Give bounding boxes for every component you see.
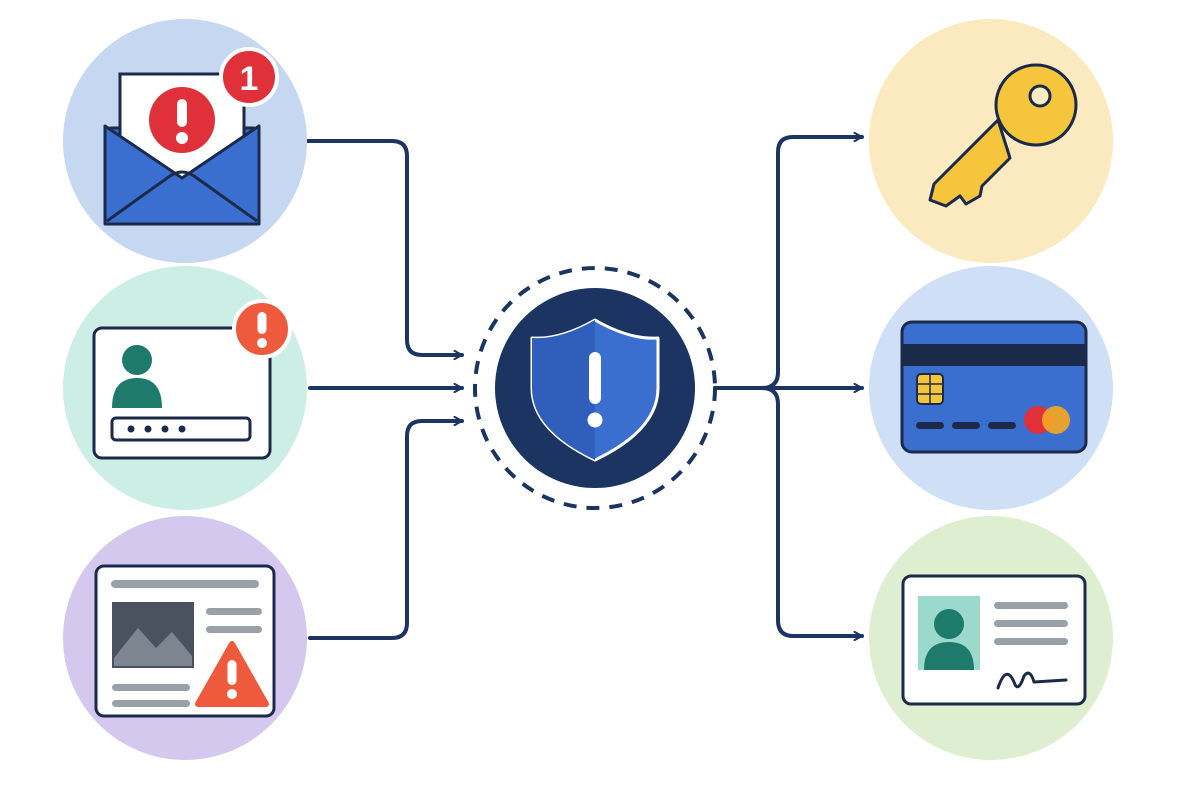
card-number-dashes <box>916 422 1016 429</box>
dashed-ring <box>473 266 717 510</box>
credit-card-icon <box>900 320 1088 454</box>
node-security-shield <box>473 266 717 510</box>
image-placeholder-icon <box>112 602 194 668</box>
webpage-warning-icon <box>94 564 276 718</box>
password-dots <box>127 425 186 433</box>
warning-badge <box>232 299 292 359</box>
node-phishing-email: 1 <box>63 19 307 263</box>
user-avatar-icon <box>112 345 162 408</box>
connector-webpage-to-shield <box>308 421 464 640</box>
badge-count: 1 <box>240 60 259 98</box>
warning-triangle-icon <box>195 641 269 707</box>
shield-alert-icon <box>530 318 660 462</box>
node-password-key <box>869 19 1113 263</box>
id-photo <box>918 596 980 670</box>
chip-icon <box>916 373 944 405</box>
connector-shield-to-key <box>713 137 864 390</box>
login-form-warning-icon <box>92 326 272 460</box>
node-fake-login <box>63 266 307 510</box>
node-malicious-webpage <box>63 516 307 760</box>
notification-badge: 1 <box>219 47 279 107</box>
node-identity-card <box>869 516 1113 760</box>
id-card-icon <box>901 574 1087 706</box>
connector-shield-to-id <box>760 386 864 636</box>
connectors <box>306 137 864 640</box>
node-credit-card <box>869 266 1113 510</box>
connector-email-to-shield <box>306 139 464 355</box>
card-network-logo <box>1024 406 1070 434</box>
signature-icon <box>996 671 1068 690</box>
key-icon <box>928 63 1078 208</box>
